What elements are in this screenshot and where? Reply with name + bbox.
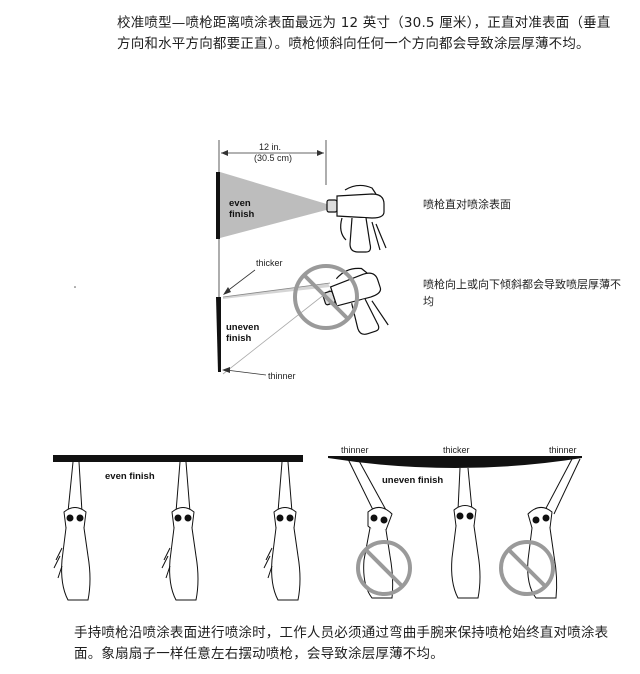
hand-spray-gun-icon: [263, 461, 301, 601]
thinner-label: thinner: [268, 371, 296, 381]
hand-spray-gun-icon: [451, 467, 481, 599]
uneven-finish-label-lower: uneven finish: [382, 475, 443, 486]
thinner-right-label: thinner: [549, 445, 577, 455]
thicker-mid-label: thicker: [443, 445, 470, 455]
caption-tilt: 喷枪向上或向下倾斜都会导致喷层厚薄不均: [423, 278, 621, 308]
uneven-surface-bar: [328, 456, 582, 468]
uneven-finish-label: uneven: [226, 322, 259, 333]
hand-spray-gun-icon: [161, 461, 199, 601]
even-finish-label: even: [229, 198, 251, 209]
upper-diagram: 12 in. (30.5 cm) even finish uneven fini…: [216, 140, 389, 381]
thicker-label: thicker: [256, 258, 283, 268]
prohibited-sign-icon: [499, 540, 555, 596]
hand-spray-gun-icon: [53, 461, 91, 601]
even-coating-bar: [216, 172, 220, 239]
spray-gun-straight-icon: [326, 184, 387, 253]
tilted-spray-upper: [223, 283, 330, 299]
distance-label-metric: (30.5 cm): [254, 153, 292, 163]
scan-dot: [74, 286, 76, 288]
thinner-left-label: thinner: [341, 445, 369, 455]
lower-right-diagram: thinner thicker thinner uneven finish: [328, 445, 582, 599]
svg-text:finish: finish: [229, 209, 255, 220]
even-surface-bar: [53, 455, 303, 462]
caption-straight: 喷枪直对喷涂表面: [423, 198, 511, 211]
svg-text:finish: finish: [226, 333, 252, 344]
distance-label: 12 in.: [259, 142, 281, 152]
top-paragraph: 校准喷型—喷枪距离喷涂表面最远为 12 英寸（30.5 厘米），正直对准表面（垂…: [117, 15, 611, 52]
even-spray-cone: [220, 172, 330, 238]
uneven-coating-bar: [216, 297, 221, 372]
prohibited-sign-icon: [356, 540, 412, 596]
even-finish-label-lower: even finish: [105, 471, 155, 482]
prohibited-sign-icon: [293, 264, 359, 330]
lower-left-diagram: even finish: [53, 455, 303, 601]
bottom-paragraph: 手持喷枪沿喷涂表面进行喷涂时，工作人员必须通过弯曲手腕来保持喷枪始终直对喷涂表面…: [74, 625, 609, 662]
